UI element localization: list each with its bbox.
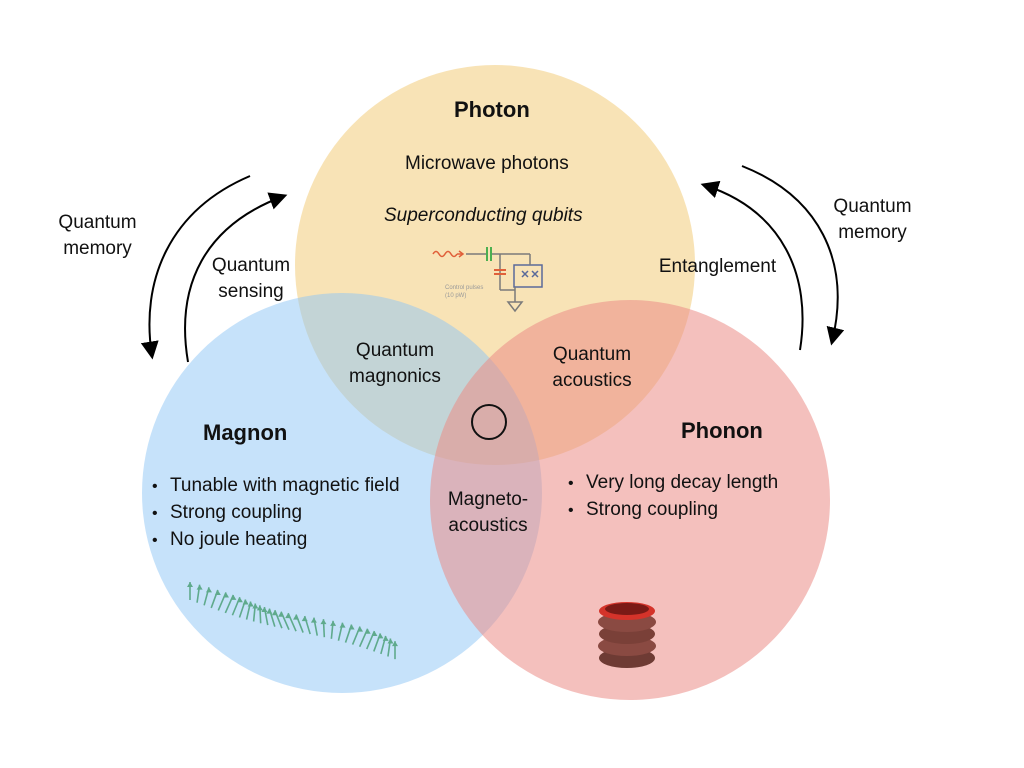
spin-arrow-head [236,597,243,603]
magnon-title: Magnon [203,420,288,445]
spin-arrow-head [377,633,384,639]
resonator-coil-icon [598,602,656,668]
photon-title: Photon [454,97,530,122]
right-quantum-memory-label: Quantum memory [833,196,912,243]
quantum-sensing-label: Quantum sensing [211,255,291,302]
quantum-magnonics-label: Quantum magnonics [349,340,441,387]
spin-arrow-head [301,616,308,622]
spin-arrow-head [252,603,259,609]
phonon-title: Phonon [681,418,763,443]
spin-arrow-head [382,635,389,641]
spin-arrow-head [320,619,327,625]
spin-arrow-head [293,614,300,620]
magneto-acoustics-label: Magneto- acoustics [447,489,529,536]
spin-arrow-head [247,601,254,607]
spin-arrow-head [348,624,355,630]
spin-arrow-head [278,611,285,617]
spin-arrow-head [222,592,229,598]
quantum-acoustics-label: Quantum acoustics [552,344,632,391]
spin-arrow-head [266,608,273,614]
spin-arrow-head [371,631,378,637]
phonon-bullet: Very long decay length [568,470,778,497]
phonon-bullets: Very long decay length Strong coupling [568,470,778,524]
spin-arrow-head [205,587,212,593]
center-circle-icon [471,404,507,440]
spin-arrow-head [187,582,193,587]
magnon-bullet: Strong coupling [152,500,400,527]
spin-arrow-head [261,607,268,613]
spin-arrow-head [196,584,203,590]
spin-arrow-head [339,622,346,628]
left-inner-arrow [184,192,288,363]
magnon-bullet: No joule heating [152,527,400,554]
photon-line-2: Superconducting qubits [384,205,583,226]
spin-arrow-head [310,617,317,623]
spin-wave-arrows-icon [187,582,398,660]
left-outer-arrow [140,175,251,360]
right-inner-arrow [700,180,804,351]
circuit-caption-2: (10 pW) [445,293,466,299]
phonon-bullet: Strong coupling [568,497,778,524]
left-quantum-memory-label: Quantum memory [58,212,137,259]
spin-arrow-head [330,620,337,626]
spin-arrow-head [387,638,394,644]
superconducting-circuit-icon [432,247,543,313]
spin-arrow-head [230,594,237,600]
spin-arrow-head [256,605,263,611]
spin-arrow-head [364,628,371,634]
right-outer-arrow [741,165,845,346]
spin-arrow-head [357,626,364,632]
spin-arrow-head [271,610,278,616]
circuit-caption-1: Control pulses [445,285,483,291]
entanglement-label: Entanglement [658,256,777,277]
magnon-bullet: Tunable with magnetic field [152,473,400,500]
spin-arrow-head [392,641,398,647]
photon-line-1: Microwave photons [405,153,569,174]
magnon-bullets: Tunable with magnetic field Strong coupl… [152,473,400,554]
spin-arrow-head [214,589,221,595]
spin-arrow-head [285,613,292,619]
spin-arrow-head [242,599,249,605]
